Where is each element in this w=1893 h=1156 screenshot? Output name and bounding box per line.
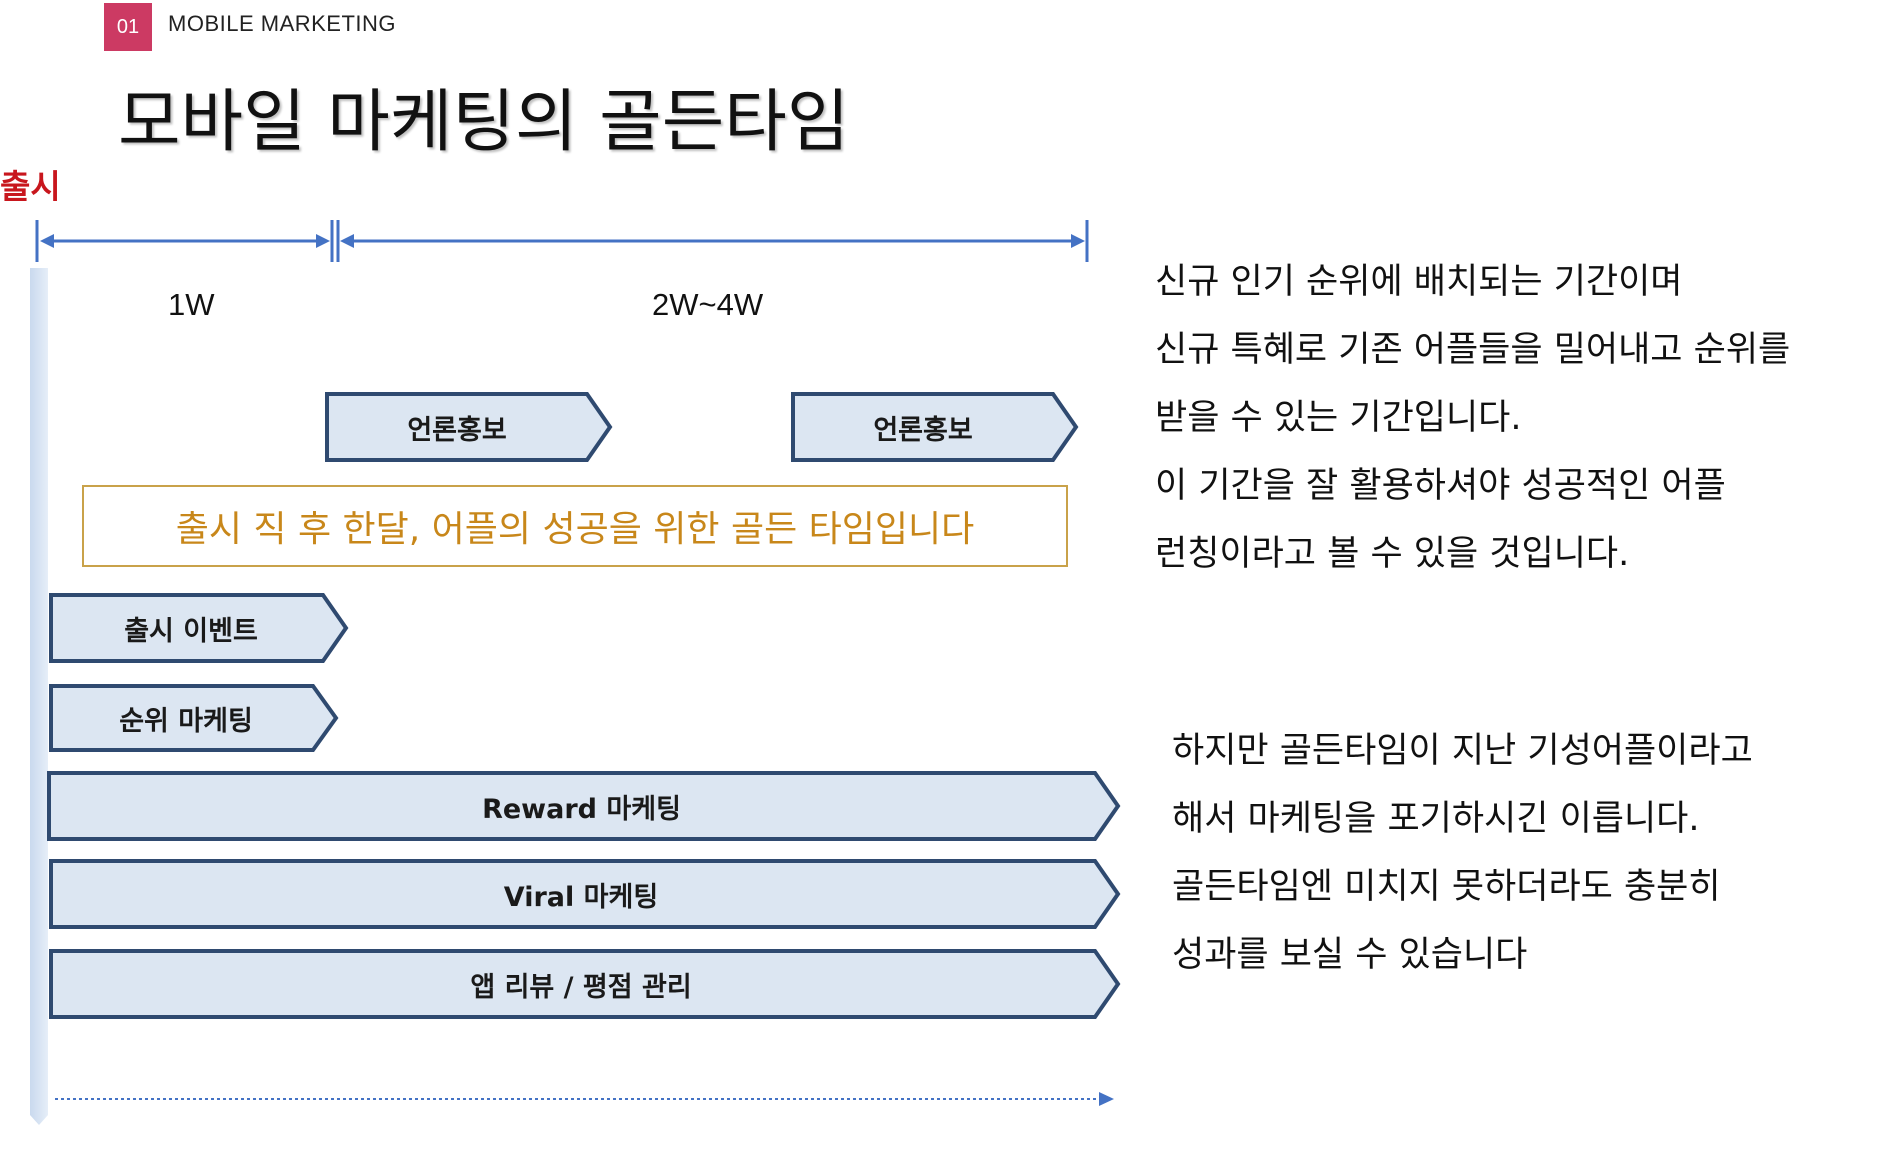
rank-marketing-arrow-shape (49, 684, 339, 752)
period-2w-4w-arrow (336, 220, 1089, 262)
viral-marketing-arrow-label: Viral 마케팅 (503, 881, 659, 913)
period-label-2w-4w: 2W~4W (652, 287, 764, 322)
period-label-1w: 1W (168, 287, 215, 322)
golden-time-note: 출시 직 후 한달, 어플의 성공을 위한 골든 타임입니다 (82, 485, 1068, 567)
description-2-line: 골든타임엔 미치지 못하더라도 충분히 (1172, 867, 1721, 907)
launch-time-bar (30, 268, 48, 1125)
section-title: MOBILE MARKETING (168, 11, 397, 36)
press-arrow-1-label: 언론홍보 (407, 414, 507, 446)
press-arrow-2-label: 언론홍보 (873, 414, 973, 446)
reward-marketing-arrow-shape (47, 771, 1121, 841)
launch-event-arrow-shape (49, 593, 349, 663)
description-1-line: 런칭이라고 볼 수 있을 것입니다. (1155, 534, 1630, 574)
description-1-line: 받을 수 있는 기간입니다. (1155, 398, 1522, 438)
page-title: 모바일 마케팅의 골든타임 (118, 83, 850, 162)
launch-label: 출시 (0, 167, 61, 206)
section-number-badge: 01 (104, 3, 152, 51)
description-1-line: 신규 특혜로 기존 어플들을 밀어내고 순위를 (1155, 330, 1791, 370)
period-1w-arrow (35, 220, 334, 262)
press-arrow-1-shape (325, 392, 613, 462)
launch-event-arrow-label: 출시 이벤트 (124, 615, 258, 647)
description-2-line: 하지만 골든타임이 지난 기성어플이라고 (1172, 731, 1753, 771)
description-1-line: 이 기간을 잘 활용하셔야 성공적인 어플 (1155, 466, 1726, 506)
description-2-line: 성과를 보실 수 있습니다 (1172, 935, 1528, 975)
description-block-1: 신규 인기 순위에 배치되는 기간이며 신규 특혜로 기존 어플들을 밀어내고 … (1155, 248, 1790, 588)
review-management-arrow-label: 앱 리뷰 / 평점 관리 (470, 971, 692, 1003)
reward-marketing-arrow-label: Reward 마케팅 (482, 793, 681, 825)
description-2-line: 해서 마케팅을 포기하시긴 이릅니다. (1172, 799, 1700, 839)
description-1-line: 신규 인기 순위에 배치되는 기간이며 (1155, 262, 1683, 302)
continuation-dotted-arrow (55, 1092, 1114, 1106)
viral-marketing-arrow-shape (49, 859, 1121, 929)
review-management-arrow-shape (49, 949, 1121, 1019)
description-block-2: 하지만 골든타임이 지난 기성어플이라고 해서 마케팅을 포기하시긴 이릅니다.… (1172, 717, 1753, 989)
press-arrow-2-shape (791, 392, 1079, 462)
rank-marketing-arrow-label: 순위 마케팅 (119, 705, 253, 737)
